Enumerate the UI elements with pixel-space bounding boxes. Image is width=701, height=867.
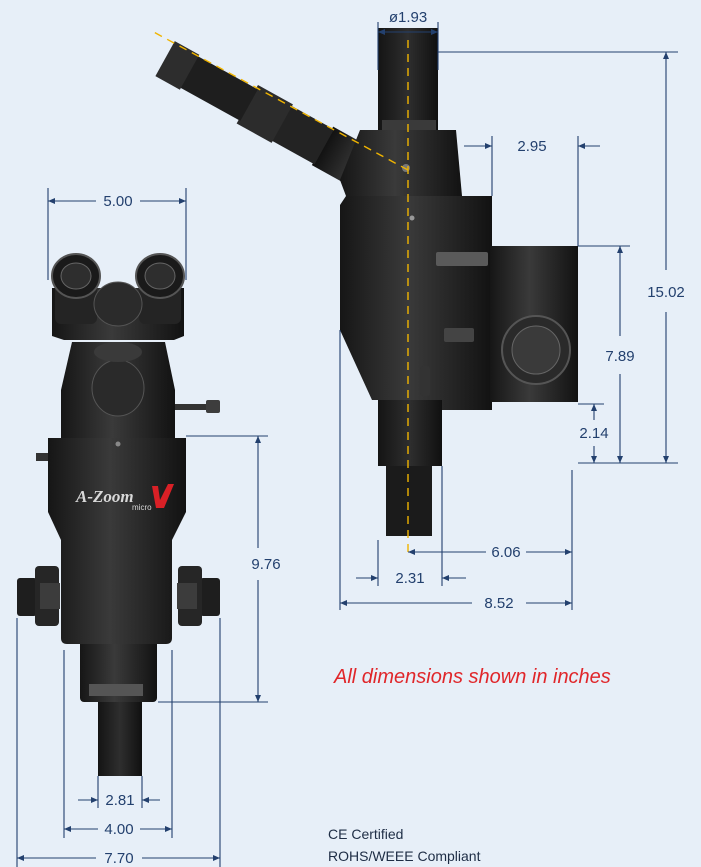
units-note: All dimensions shown in inches (334, 666, 611, 688)
dim-side-lower-height: 2.14 (579, 425, 608, 442)
dim-front-mid-width: 4.00 (104, 821, 133, 838)
side-scale-window (436, 252, 488, 266)
dim-side-tube-offset: 2.31 (395, 570, 424, 587)
side-lever (420, 366, 430, 396)
side-view-microscope (155, 28, 578, 536)
certification-ce: CE Certified (328, 826, 404, 842)
dim-side-total-height: 15.02 (647, 284, 685, 301)
azoom-logo: A-Zoom micro (75, 484, 174, 512)
side-main-body (340, 196, 492, 410)
optical-axis-inclined (149, 29, 409, 171)
side-eyepiece-collar (382, 120, 436, 130)
side-objective (386, 466, 432, 536)
front-screw (115, 441, 121, 447)
dim-front-total-width: 7.70 (104, 850, 133, 867)
dimension-labels: 5.00 9.76 2.81 4.00 7.70 ø1.93 2.95 15.0… (103, 9, 684, 867)
front-lever (175, 404, 209, 410)
certification-rohs: ROHS/WEEE Compliant (328, 848, 481, 864)
side-lower-tube (378, 400, 442, 466)
front-center-port (93, 281, 143, 327)
side-body-screw (409, 215, 415, 221)
dim-side-box-height: 7.89 (605, 348, 634, 365)
front-eyepiece-right (135, 253, 185, 324)
optical-axis (149, 29, 409, 556)
dim-front-height: 9.76 (251, 556, 280, 573)
front-neck-top (94, 342, 142, 362)
front-main-body (48, 438, 186, 644)
dimension-arrows (17, 29, 669, 861)
front-lower-slot (89, 684, 143, 696)
focus-knob-left (17, 566, 60, 626)
dim-eyepiece-diameter: ø1.93 (389, 9, 427, 26)
dimension-lines (16, 22, 678, 867)
dim-side-depth-axis: 6.06 (491, 544, 520, 561)
front-lever-knob (206, 400, 220, 413)
front-eyepiece-left (51, 253, 101, 324)
dim-side-total-depth: 8.52 (484, 595, 513, 612)
logo-suffix: micro (132, 503, 152, 512)
dim-front-lower-width: 2.81 (105, 792, 134, 809)
front-view-microscope: A-Zoom micro (17, 253, 220, 776)
dim-front-width-top: 5.00 (103, 193, 132, 210)
focus-knob-right (177, 566, 220, 626)
front-side-port (36, 453, 48, 461)
side-slot (444, 328, 474, 342)
front-neck-ring (91, 359, 145, 417)
logo-text: A-Zoom (75, 487, 134, 506)
dim-side-offset-top: 2.95 (517, 138, 546, 155)
side-upper-head (340, 130, 462, 196)
logo-mark-icon (152, 484, 174, 508)
